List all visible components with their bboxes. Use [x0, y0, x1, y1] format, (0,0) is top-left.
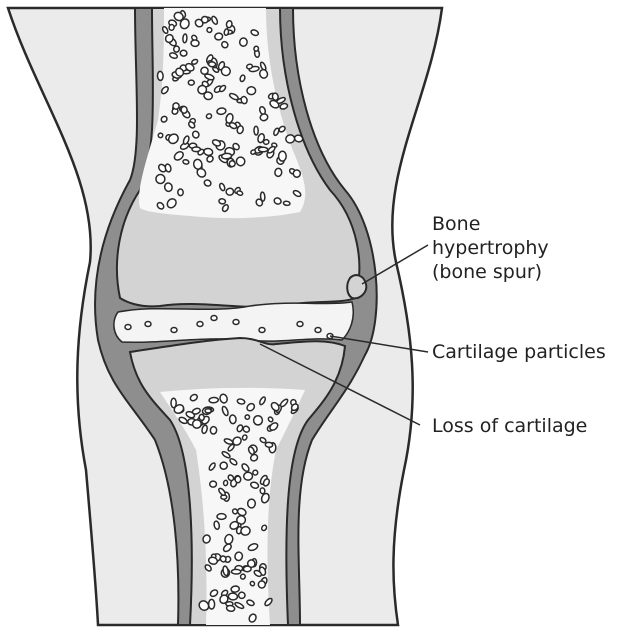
pore — [199, 414, 205, 421]
cartilage-particle — [145, 322, 151, 327]
pore — [238, 591, 246, 599]
pore — [208, 62, 215, 67]
pore — [229, 415, 236, 424]
pore — [258, 147, 267, 152]
pore — [231, 569, 240, 574]
pore — [209, 397, 219, 403]
pore — [191, 40, 199, 47]
pore — [231, 585, 240, 592]
pore — [181, 106, 188, 114]
pore — [210, 426, 217, 434]
pore — [192, 420, 201, 428]
pore — [192, 147, 200, 152]
pore — [221, 153, 231, 159]
pore — [205, 409, 211, 413]
pore — [260, 488, 266, 495]
pore — [260, 192, 265, 201]
label-bone-spur-line-3: (bone spur) — [432, 261, 542, 283]
label-bone-spur: Bone hypertrophy (bone spur) — [432, 213, 555, 283]
cartilage-particle — [197, 322, 203, 327]
pore — [178, 189, 184, 196]
pore — [228, 593, 237, 600]
pore — [223, 480, 228, 486]
label-bone-spur-line-2: hypertrophy — [432, 237, 549, 259]
pore — [253, 46, 259, 52]
cartilage-particle — [211, 316, 217, 321]
pore — [180, 50, 187, 56]
pore — [217, 514, 226, 520]
pore — [183, 34, 188, 43]
pore — [201, 67, 208, 74]
pore — [254, 126, 259, 135]
pore — [216, 107, 226, 115]
pore — [169, 24, 174, 30]
pore — [219, 198, 226, 204]
pore — [247, 499, 255, 508]
pore — [173, 45, 180, 52]
cartilage-particle — [297, 322, 303, 327]
pore — [240, 573, 246, 579]
label-bone-spur-line-1: Bone — [432, 213, 480, 235]
cartilage-particle — [125, 325, 131, 330]
pore — [272, 93, 279, 101]
pore — [244, 472, 253, 480]
pore — [243, 566, 251, 572]
pore — [188, 80, 194, 85]
pore — [283, 201, 290, 206]
pore — [275, 168, 283, 177]
pore — [226, 605, 235, 612]
cartilage-particle — [315, 328, 321, 333]
cartilage-particle — [171, 328, 177, 333]
pore — [209, 599, 215, 609]
pore — [254, 416, 263, 425]
pore — [240, 38, 248, 46]
pore — [279, 151, 287, 161]
label-cartilage-particles: Cartilage particles — [432, 341, 606, 363]
pore — [210, 481, 217, 487]
pore — [235, 476, 241, 483]
pore — [265, 442, 273, 448]
cartilage-particle — [259, 328, 265, 333]
cartilage-particle — [233, 320, 239, 325]
bone-spur — [347, 275, 366, 298]
pore — [224, 29, 229, 36]
pore — [226, 20, 233, 28]
pore — [247, 87, 256, 95]
pore — [182, 159, 189, 165]
pore — [157, 71, 163, 80]
pore — [226, 188, 234, 196]
pore — [293, 169, 301, 177]
label-loss-of-cartilage: Loss of cartilage — [432, 415, 587, 437]
